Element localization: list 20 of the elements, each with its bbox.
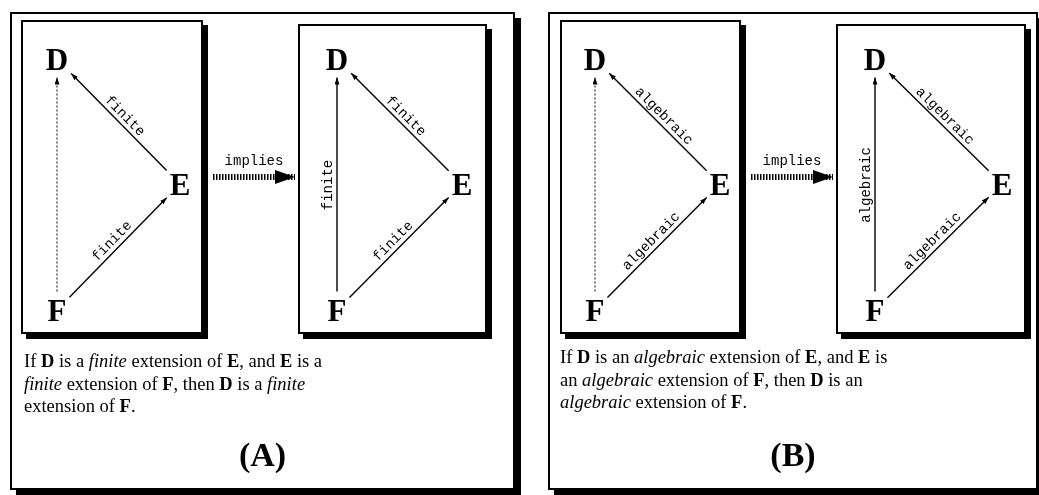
field-label: F bbox=[865, 294, 885, 326]
field-label: F bbox=[327, 294, 347, 326]
edge-label: finite bbox=[321, 158, 335, 211]
caption-text: If D is a finite extension of E, and E is a finite extension of F, then D is a finite extension of F. bbox=[24, 350, 324, 418]
field-label: E bbox=[709, 168, 731, 200]
field-label: D bbox=[45, 43, 69, 75]
panel-label: (A) bbox=[237, 438, 288, 472]
field-label: E bbox=[451, 168, 473, 200]
field-label: F bbox=[585, 294, 605, 326]
field-label: D bbox=[583, 43, 607, 75]
edge-label: algebraic bbox=[859, 145, 873, 224]
panel-label: (B) bbox=[769, 438, 817, 472]
field-label: D bbox=[325, 43, 349, 75]
field-label: D bbox=[863, 43, 887, 75]
edge-label: implies bbox=[761, 154, 823, 168]
field-label: E bbox=[169, 168, 191, 200]
caption-text: If D is an algebraic extension of E, and E is an algebraic extension of F, then D is an algebraic extension of F. bbox=[560, 346, 889, 414]
field-label: E bbox=[991, 168, 1013, 200]
field-label: F bbox=[47, 294, 67, 326]
edge-label: implies bbox=[223, 154, 285, 168]
